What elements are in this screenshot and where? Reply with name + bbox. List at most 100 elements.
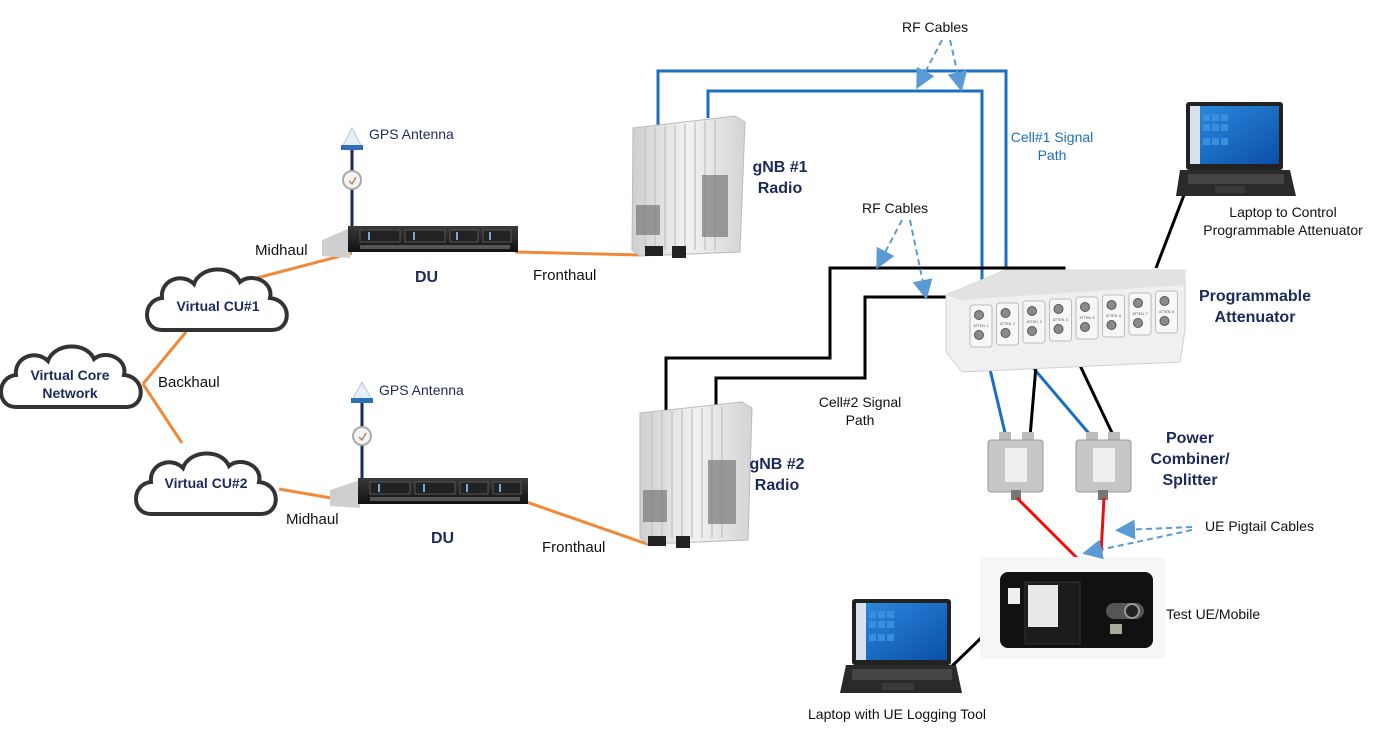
fronthaul-link-2 xyxy=(514,496,651,547)
backhaul-link-cu1 xyxy=(141,331,188,385)
cloud-virtual-cu2 xyxy=(134,451,278,516)
control-laptop xyxy=(1176,102,1296,196)
attenuator-port-label: ATTEN. 7 xyxy=(1132,312,1147,316)
gnb1-label-line2: Radio xyxy=(757,180,803,197)
cloud-core-line2: Network xyxy=(42,385,98,401)
attenuator-port-label: ATTEN. 1 xyxy=(973,324,988,328)
cell1-cable-b xyxy=(706,89,984,322)
du-label-2: DU xyxy=(431,530,455,547)
gnb2-label: gNB #2 Radio xyxy=(742,454,812,496)
midhaul-link-1 xyxy=(252,251,353,281)
gps-antenna-2 xyxy=(351,380,373,492)
du-label-1: DU xyxy=(415,269,439,286)
attenuator-in-port xyxy=(1159,296,1170,306)
gnb2-label-line2: Radio xyxy=(754,477,800,494)
cloud-label-virtual-cu1: Virtual CU#1 xyxy=(176,298,260,314)
cloud-label-virtual-cu2: Virtual CU#2 xyxy=(164,475,248,491)
attenuator-port-module: ATTEN. 1 xyxy=(969,304,993,348)
gnb2-radio-unit xyxy=(639,401,753,548)
pigtail-arrow-1 xyxy=(1115,519,1193,540)
cell2-signal-path-line2: Path xyxy=(845,412,875,428)
control-laptop-label-line1: Laptop to Control xyxy=(1229,204,1337,220)
attenuator-port-label: ATTEN. 3 xyxy=(1026,320,1041,324)
test-ue-label: Test UE/Mobile xyxy=(1166,606,1261,622)
cell1-cable-a xyxy=(656,69,1008,322)
attenuator-in-port xyxy=(1053,304,1064,314)
control-laptop-cable xyxy=(1154,194,1186,269)
cell2-signal-path-line1: Cell#2 Signal xyxy=(818,394,902,410)
attenuator-port-module: ATTEN. 6 xyxy=(1102,294,1125,338)
attenuator-port-label: ATTEN. 5 xyxy=(1079,316,1094,320)
test-ue-mobile-device xyxy=(980,557,1165,659)
attenuator-out-port xyxy=(1000,328,1011,338)
attenuator-port-label: ATTEN. 8 xyxy=(1159,310,1174,314)
fronthaul-link-1 xyxy=(514,250,644,257)
du-server-2 xyxy=(330,478,528,508)
midhaul-label-1: Midhaul xyxy=(255,242,308,259)
attenuator-port-module: ATTEN. 3 xyxy=(1022,300,1046,344)
attenuator-port-module: ATTEN. 2 xyxy=(996,302,1019,346)
attenuator-out-port xyxy=(1159,316,1170,326)
gnb2-label-line1: gNB #2 xyxy=(749,456,805,473)
attenuator-in-port xyxy=(1133,298,1143,308)
attenuator-port-label: ATTEN. 4 xyxy=(1053,318,1068,322)
combiner-label: Power Combiner/ Splitter xyxy=(1150,428,1230,491)
attenuator-in-port xyxy=(1080,302,1090,312)
cell1-signal-path-label: Cell#1 Signal Path xyxy=(1004,128,1100,164)
midhaul-label-2: Midhaul xyxy=(286,511,339,528)
combiner-label-line3: Splitter xyxy=(1162,472,1218,489)
attenuator-port-module: ATTEN. 5 xyxy=(1075,296,1099,340)
attenuator-in-port xyxy=(1106,300,1117,310)
rf-cables-label-middle: RF Cables xyxy=(862,200,929,216)
rf-cables-mid-arrow-2 xyxy=(909,219,933,300)
combiner-label-line2: Combiner/ xyxy=(1150,451,1230,468)
cloud-core-line1: Virtual Core xyxy=(30,367,110,383)
rf-cables-mid-arrow-1 xyxy=(876,219,903,270)
attenuator-port-module: ATTEN. 8 xyxy=(1155,290,1178,334)
ethernet-links xyxy=(141,250,651,547)
cloud-label-virtual-core-network: Virtual Core Network xyxy=(14,366,126,402)
combiner-label-line1: Power xyxy=(1165,430,1214,447)
attenuator-label-line2: Attenuator xyxy=(1214,309,1296,326)
cell1-signal-path-line1: Cell#1 Signal xyxy=(1010,129,1094,145)
power-combiner-2 xyxy=(1075,432,1132,500)
gps-antenna-label-1: GPS Antenna xyxy=(369,126,454,142)
attenuator-port-module: ATTEN. 7 xyxy=(1128,292,1152,336)
attenuator-port-label: ATTEN. 2 xyxy=(1000,322,1015,326)
attenuator-label: Programmable Attenuator xyxy=(1188,286,1322,328)
attenuator-label-line1: Programmable xyxy=(1198,288,1312,305)
gnb1-label: gNB #1 Radio xyxy=(745,157,815,199)
ue-pigtail-label: UE Pigtail Cables xyxy=(1205,518,1314,534)
gnb1-radio-unit xyxy=(631,115,746,258)
fronthaul-label-1: Fronthaul xyxy=(533,267,597,284)
control-laptop-label: Laptop to Control Programmable Attenuato… xyxy=(1192,203,1374,239)
fronthaul-label-2: Fronthaul xyxy=(542,539,606,556)
attenuator-out-port xyxy=(1133,318,1143,328)
gps-antenna-label-2: GPS Antenna xyxy=(379,382,464,398)
cell2-signal-path-label: Cell#2 Signal Path xyxy=(805,393,915,429)
attenuator-port-panel: ATTEN. 1 ATTEN. 2 ATTEN. 3 ATTEN. 4 ATTEN. 5… xyxy=(969,290,1178,348)
clock-icon xyxy=(342,170,362,190)
attenuator-out-port xyxy=(1106,320,1117,330)
control-laptop-label-line2: Programmable Attenuator xyxy=(1203,222,1363,238)
cloud-virtual-core-network xyxy=(0,344,143,409)
attenuator-in-port xyxy=(974,310,984,320)
backhaul-link-cu2 xyxy=(141,383,184,444)
attenuator-port-label: ATTEN. 6 xyxy=(1106,314,1121,318)
attenuator-in-port xyxy=(1027,306,1037,316)
logging-laptop-label: Laptop with UE Logging Tool xyxy=(808,706,986,722)
rf-cables-top-arrow-1 xyxy=(916,39,943,90)
attenuator-out-port xyxy=(1027,326,1037,336)
clock-icon xyxy=(352,426,372,446)
backhaul-label: Backhaul xyxy=(158,374,220,391)
gps-antenna-1 xyxy=(341,126,363,240)
power-combiner-1 xyxy=(987,432,1044,500)
rf-cables-top-arrow-2 xyxy=(947,39,968,92)
annotation-arrows xyxy=(876,39,1193,560)
du-server-1 xyxy=(322,226,518,258)
attenuator-out-port xyxy=(974,330,984,340)
programmable-attenuator-unit: ATTEN. 1 ATTEN. 2 ATTEN. 3 ATTEN. 4 ATTEN. 5… xyxy=(945,269,1186,373)
pigtail-arrow-2 xyxy=(1082,529,1193,560)
rf-cables-label-top: RF Cables xyxy=(902,19,969,35)
